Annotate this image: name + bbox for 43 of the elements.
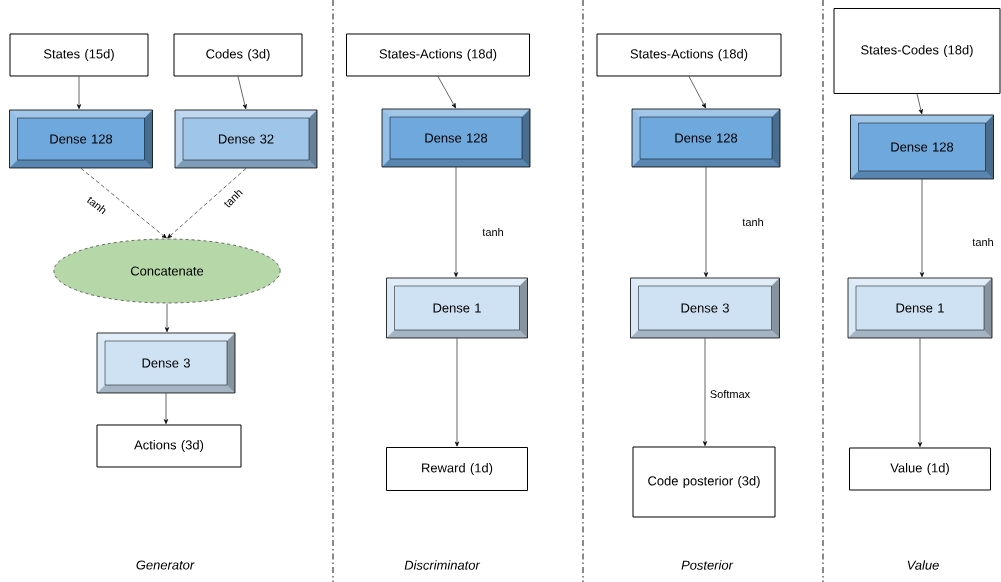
- arrow: [688, 76, 706, 109]
- arrow: [702, 338, 708, 447]
- arrow: [76, 76, 82, 110]
- arrow: [453, 167, 459, 278]
- edge-label: Softmax: [710, 390, 750, 398]
- edge-label: tanh: [972, 237, 993, 246]
- arrow: [703, 167, 709, 278]
- dense-layer-box: Dense 1: [847, 277, 993, 339]
- dense-layer-box: Dense 128: [381, 108, 531, 168]
- data-box: Reward (1d): [386, 447, 528, 491]
- dense-layer-box: Dense 128: [850, 114, 994, 180]
- dense-layer-box: Dense 3: [96, 332, 236, 394]
- data-box: States-Actions (18d): [596, 33, 782, 77]
- dense-layer-box: Dense 1: [386, 277, 528, 339]
- panel-caption: Posterior: [681, 560, 734, 570]
- panel-caption: Discriminator: [404, 560, 481, 570]
- dense-layer-box: Dense 32: [174, 109, 318, 169]
- arrow: [163, 393, 169, 425]
- dense-layer-box: Dense 128: [9, 109, 153, 169]
- dense-layer-box: Dense 3: [630, 277, 780, 339]
- arrow: [80, 168, 167, 239]
- panel-caption: Generator: [136, 560, 195, 570]
- data-box: States (15d): [9, 33, 149, 77]
- data-box: States-Codes (18d): [833, 8, 1001, 94]
- arrow: [917, 338, 923, 448]
- edge-label: tanh: [742, 217, 763, 226]
- arrow: [164, 303, 170, 333]
- arrow: [916, 93, 923, 115]
- dense-layer-box: Dense 128: [631, 108, 781, 168]
- edge-label: tanh: [87, 196, 106, 215]
- data-box: Codes (3d): [173, 33, 303, 77]
- edge-label: tanh: [482, 227, 503, 236]
- arrow: [237, 76, 247, 110]
- arrow: [167, 168, 247, 239]
- data-box: Value (1d): [849, 447, 991, 491]
- data-box: States-Actions (18d): [346, 33, 530, 77]
- data-box: Actions (3d): [96, 424, 242, 468]
- arrow: [437, 76, 456, 109]
- data-box: Code posterior (3d): [632, 446, 776, 518]
- edge-label: tanh: [224, 190, 243, 208]
- panel-caption: Value: [907, 560, 939, 570]
- arrow: [919, 179, 925, 278]
- arrow: [454, 338, 460, 447]
